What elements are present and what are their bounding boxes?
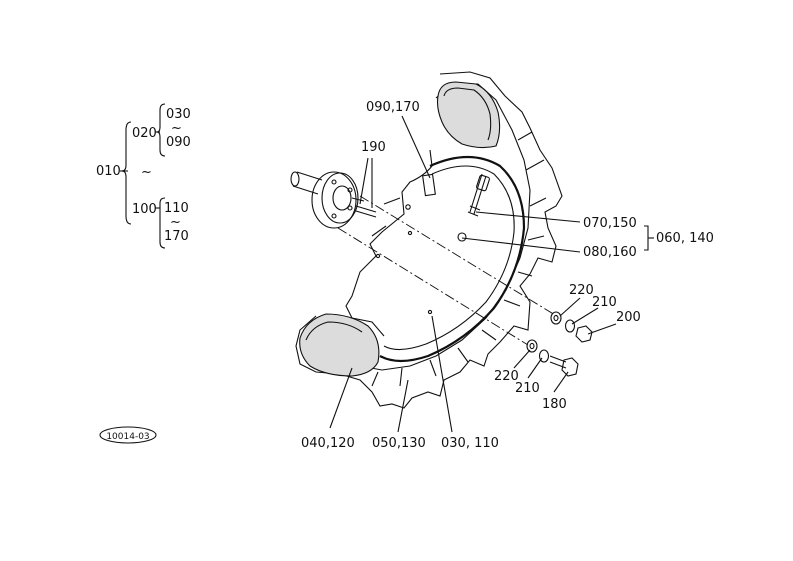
tree-group1-to: 090 (166, 135, 191, 150)
tree-root-label: 010 (96, 164, 121, 179)
fastener-set-lower (526, 339, 579, 377)
callout-090-170: 090,170 (366, 100, 420, 115)
hub-flange (311, 171, 359, 229)
centerline-upper (359, 195, 561, 319)
hub-studs (351, 197, 377, 218)
callout-200: 200 (616, 310, 641, 325)
figure-id-stamp: 10014-03 (99, 426, 157, 444)
tree-group1-tilde: ~ (171, 121, 182, 136)
axle-shaft (290, 171, 323, 195)
tree-group2-from: 110 (164, 201, 189, 216)
callout-040-120: 040,120 (301, 436, 355, 451)
callout-180: 180 (542, 397, 567, 412)
callout-080-160: 080,160 (583, 245, 637, 260)
callout-030-110: 030, 110 (441, 436, 499, 451)
tree-group1-from: 030 (166, 107, 191, 122)
tree-group1-code: 020 (132, 126, 157, 141)
tree-tilde-root: ~ (141, 165, 152, 180)
callout-050-130: 050,130 (372, 436, 426, 451)
callout-190: 190 (361, 140, 386, 155)
callout-060-140: 060, 140 (656, 231, 714, 246)
tree-group2-tilde: ~ (170, 215, 181, 230)
callout-labels: 090,170 190 070,150 080,160 060, 140 220… (301, 100, 714, 451)
callout-210-upper: 210 (592, 295, 617, 310)
fastener-set-upper (550, 311, 593, 343)
callout-220-lower: 220 (494, 369, 519, 384)
rim-disc (345, 149, 526, 363)
callout-070-150: 070,150 (583, 216, 637, 231)
leader-lines (329, 115, 649, 433)
parts-tree: 010 ~ 020 030 ~ 090 100 110 ~ 170 (96, 103, 191, 249)
valve-stem (457, 173, 490, 242)
callout-210-lower: 210 (515, 381, 540, 396)
callout-220-upper: 220 (569, 283, 594, 298)
centerline-lower (337, 227, 529, 346)
rim-cutout-top (436, 81, 501, 149)
tree-group2-code: 100 (132, 202, 157, 217)
tree-group2-to: 170 (164, 229, 189, 244)
figure-id-label: 10014-03 (106, 432, 149, 442)
